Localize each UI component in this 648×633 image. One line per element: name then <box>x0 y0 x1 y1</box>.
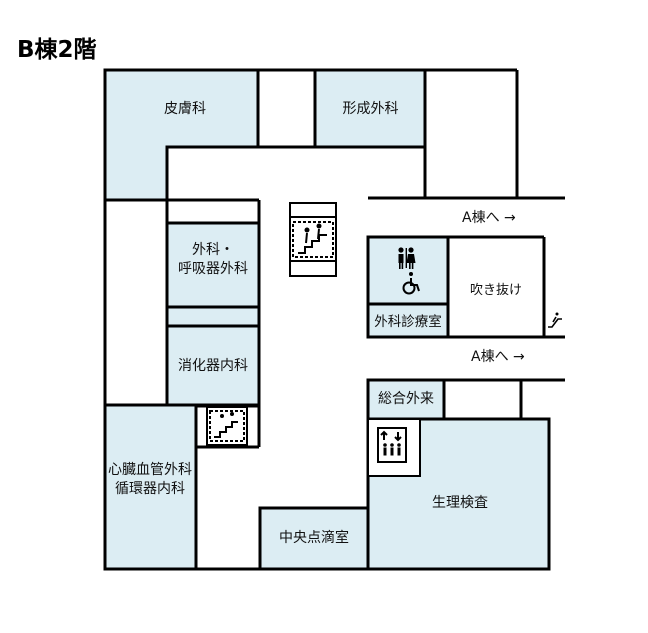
room-label-cardio-line2: 循環器内科 <box>115 481 185 497</box>
room-label-plastic-surgery: 形成外科 <box>342 101 399 117</box>
direction-to-a-building-lower: A棟へ → <box>471 349 525 365</box>
room-label-surgery-respiratory: 外科・ 呼吸器外科 <box>167 241 259 279</box>
restroom-icon <box>398 247 416 269</box>
floor-title: B棟2階 <box>17 37 97 63</box>
room-label-atrium: 吹き抜け <box>469 283 522 298</box>
wheelchair-icon <box>402 272 420 295</box>
room-label-general-outpatient: 総合外来 <box>378 391 434 407</box>
room-label-surgery-respiratory-line1: 外科・ <box>192 242 234 258</box>
stairs-icon <box>206 406 248 446</box>
room-dermatology <box>103 68 260 202</box>
room-plastic-surgery <box>313 68 427 149</box>
room-label-cardio-line1: 心臓血管外科 <box>108 462 192 478</box>
room-label-physiological-exam: 生理検査 <box>432 495 488 511</box>
room-label-central-infusion: 中央点滴室 <box>279 530 349 546</box>
room-surgery-respiratory-bottom <box>165 305 261 328</box>
room-label-cardio: 心臓血管外科 循環器内科 <box>98 461 202 499</box>
room-label-surgery-exam: 外科診療室 <box>374 314 442 330</box>
room-label-gastroenterology: 消化器内科 <box>178 358 248 374</box>
direction-to-a-building-upper: A棟へ → <box>462 210 516 226</box>
elevator-icon <box>367 418 421 477</box>
room-label-dermatology: 皮膚科 <box>164 101 206 117</box>
escalator-icon <box>548 312 562 328</box>
room-central-infusion <box>258 506 370 571</box>
room-label-surgery-respiratory-line2: 呼吸器外科 <box>178 261 248 277</box>
stairs-icon <box>289 202 337 277</box>
